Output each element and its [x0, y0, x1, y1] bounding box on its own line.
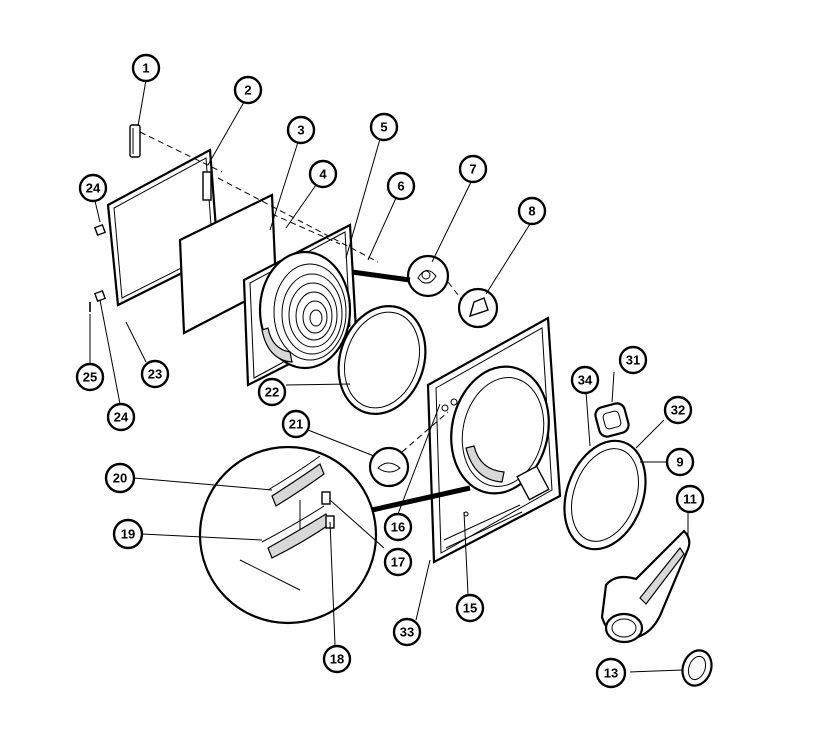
callout-25: 25 — [75, 362, 105, 392]
dash-liner-axis — [271, 213, 341, 245]
svg-text:15: 15 — [463, 601, 477, 616]
callout-16: 16 — [383, 512, 413, 542]
leader-7-to-door — [351, 269, 411, 283]
callout-34: 34 — [570, 365, 600, 395]
svg-text:32: 32 — [671, 403, 685, 418]
leader-lines — [89, 79, 689, 673]
svg-text:2: 2 — [244, 83, 251, 98]
callout-33: 33 — [392, 617, 422, 647]
callout-11: 11 — [675, 484, 705, 514]
callout-31: 31 — [618, 345, 648, 375]
part-7-latch-bubble — [406, 254, 450, 298]
dash-1-to-panel — [139, 131, 223, 173]
svg-text:4: 4 — [319, 167, 327, 182]
part-5-door-inner — [242, 223, 358, 387]
part-24-screw-bottom — [93, 289, 107, 303]
callout-6: 6 — [386, 171, 416, 201]
svg-text:6: 6 — [397, 179, 404, 194]
callout-2: 2 — [233, 75, 263, 105]
callout-5: 5 — [369, 112, 399, 142]
part-11-duct — [600, 529, 691, 644]
svg-text:18: 18 — [330, 652, 344, 667]
svg-text:19: 19 — [121, 527, 135, 542]
svg-text:23: 23 — [148, 367, 162, 382]
svg-text:13: 13 — [604, 666, 618, 681]
callout-21: 21 — [281, 409, 311, 439]
callout-19: 19 — [112, 518, 144, 550]
part-24-screw-top — [93, 223, 107, 237]
svg-text:20: 20 — [113, 471, 127, 486]
svg-text:5: 5 — [380, 120, 387, 135]
callout-23: 23 — [140, 359, 170, 389]
svg-text:34: 34 — [578, 373, 593, 388]
callout-15: 15 — [455, 593, 485, 623]
svg-text:24: 24 — [114, 410, 129, 425]
svg-text:22: 22 — [265, 385, 279, 400]
part-33-front-panel — [426, 316, 562, 564]
part-21-bubble — [368, 446, 410, 488]
svg-text:31: 31 — [626, 353, 640, 368]
part-1-handle — [129, 124, 141, 158]
callout-8: 8 — [517, 196, 547, 226]
callout-1: 1 — [131, 53, 161, 83]
svg-text:3: 3 — [297, 123, 304, 138]
callout-22: 22 — [257, 377, 287, 407]
dash-7-to-8 — [447, 281, 463, 301]
callout-13: 13 — [595, 657, 627, 689]
callout-18: 18 — [322, 644, 352, 674]
part-31-clip — [594, 402, 630, 438]
svg-text:7: 7 — [469, 162, 476, 177]
leader-magnify-to-panel — [371, 485, 471, 513]
callout-20: 20 — [104, 462, 136, 494]
svg-text:1: 1 — [142, 61, 149, 76]
callout-17: 17 — [383, 547, 413, 577]
part-8-strike-bubble — [457, 287, 499, 329]
callout-9: 9 — [665, 447, 695, 477]
detail-magnifier — [198, 445, 378, 625]
svg-text:16: 16 — [391, 520, 405, 535]
svg-text:33: 33 — [400, 625, 414, 640]
svg-text:9: 9 — [676, 455, 683, 470]
callout-4: 4 — [308, 159, 338, 189]
svg-text:11: 11 — [683, 492, 697, 507]
svg-text:17: 17 — [391, 555, 405, 570]
dash-21-to-panel — [401, 411, 449, 453]
part-34-front-seal — [563, 439, 647, 551]
part-22-door-seal — [337, 305, 427, 415]
svg-text:25: 25 — [83, 370, 97, 385]
callout-7: 7 — [458, 154, 488, 184]
callout-24-top: 24 — [78, 173, 108, 203]
part-13-duct-seal — [681, 649, 713, 687]
dash-panel-axis — [217, 177, 379, 263]
callout-24-bottom: 24 — [106, 402, 136, 432]
svg-text:24: 24 — [86, 181, 101, 196]
callout-3: 3 — [286, 115, 316, 145]
callout-32: 32 — [663, 395, 693, 425]
svg-text:8: 8 — [528, 204, 535, 219]
svg-text:21: 21 — [289, 417, 303, 432]
